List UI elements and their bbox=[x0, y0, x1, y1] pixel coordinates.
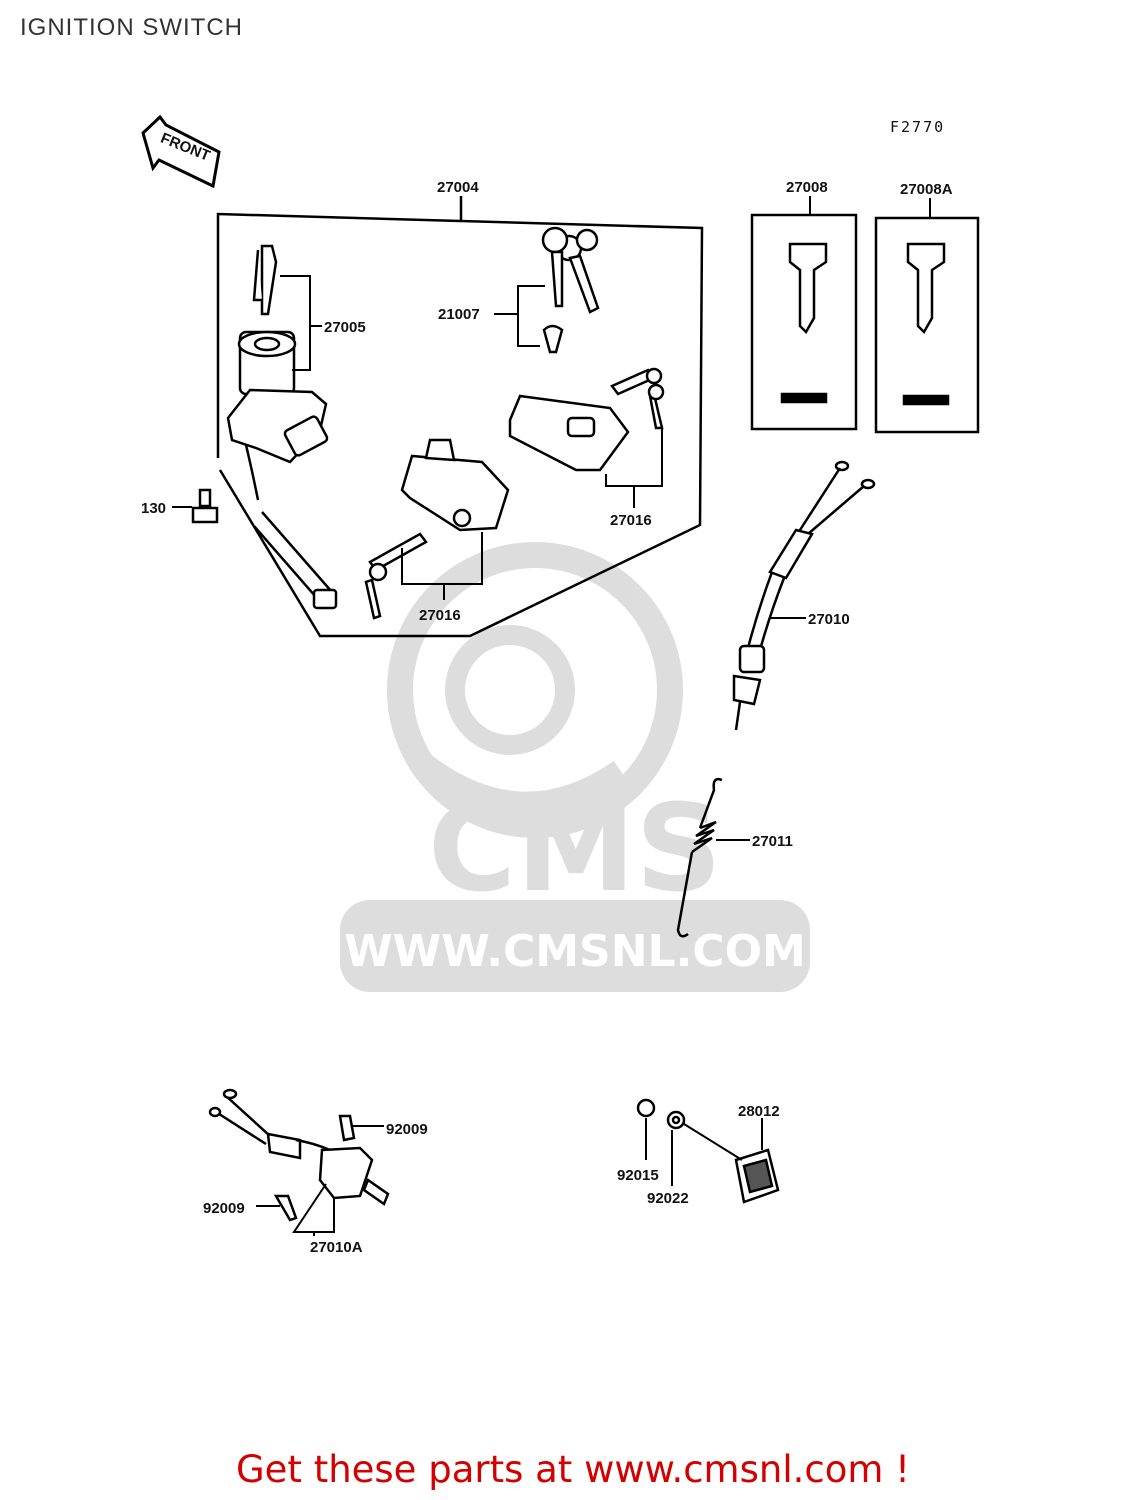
reference-code: F2770 bbox=[890, 118, 945, 136]
promo-link[interactable]: Get these parts at www.cmsnl.com ! bbox=[235, 1448, 910, 1491]
label-27010: 27010 bbox=[808, 611, 850, 628]
label-27010A: 27010A bbox=[310, 1239, 363, 1256]
watermark-url: WWW.CMSNL.COM bbox=[344, 926, 806, 977]
ignition-switch-body bbox=[191, 244, 338, 610]
reflector bbox=[636, 1098, 780, 1204]
label-92022: 92022 bbox=[647, 1190, 689, 1207]
key-blank-card bbox=[750, 213, 858, 431]
label-27011: 27011 bbox=[752, 833, 793, 850]
label-27005: 27005 bbox=[324, 319, 366, 336]
label-21007: 21007 bbox=[438, 306, 480, 323]
front-arrow: FRONT bbox=[141, 114, 221, 189]
kit-outline bbox=[216, 196, 704, 638]
label-28012: 28012 bbox=[738, 1103, 780, 1120]
lock-left bbox=[364, 438, 510, 620]
lock-right bbox=[508, 367, 665, 472]
key-set-21007 bbox=[541, 226, 600, 354]
label-27008A: 27008A bbox=[900, 181, 953, 198]
label-92009-lower: 92009 bbox=[203, 1200, 245, 1217]
label-92015: 92015 bbox=[617, 1167, 659, 1184]
watermark-brand: CMS bbox=[428, 780, 722, 919]
label-27016-right: 27016 bbox=[610, 512, 652, 529]
page-title: IGNITION SWITCH bbox=[20, 14, 243, 41]
label-92009-upper: 92009 bbox=[386, 1121, 428, 1138]
switch-cable bbox=[732, 460, 876, 731]
label-27016-left: 27016 bbox=[419, 607, 461, 624]
label-130: 130 bbox=[141, 500, 166, 517]
label-27008: 27008 bbox=[786, 179, 828, 196]
spring bbox=[676, 777, 723, 938]
key-blank-a-card bbox=[874, 216, 980, 434]
label-27004: 27004 bbox=[437, 179, 479, 196]
cms-watermark: CMS WWW.CMSNL.COM bbox=[340, 542, 810, 992]
switch-a bbox=[208, 1088, 390, 1222]
